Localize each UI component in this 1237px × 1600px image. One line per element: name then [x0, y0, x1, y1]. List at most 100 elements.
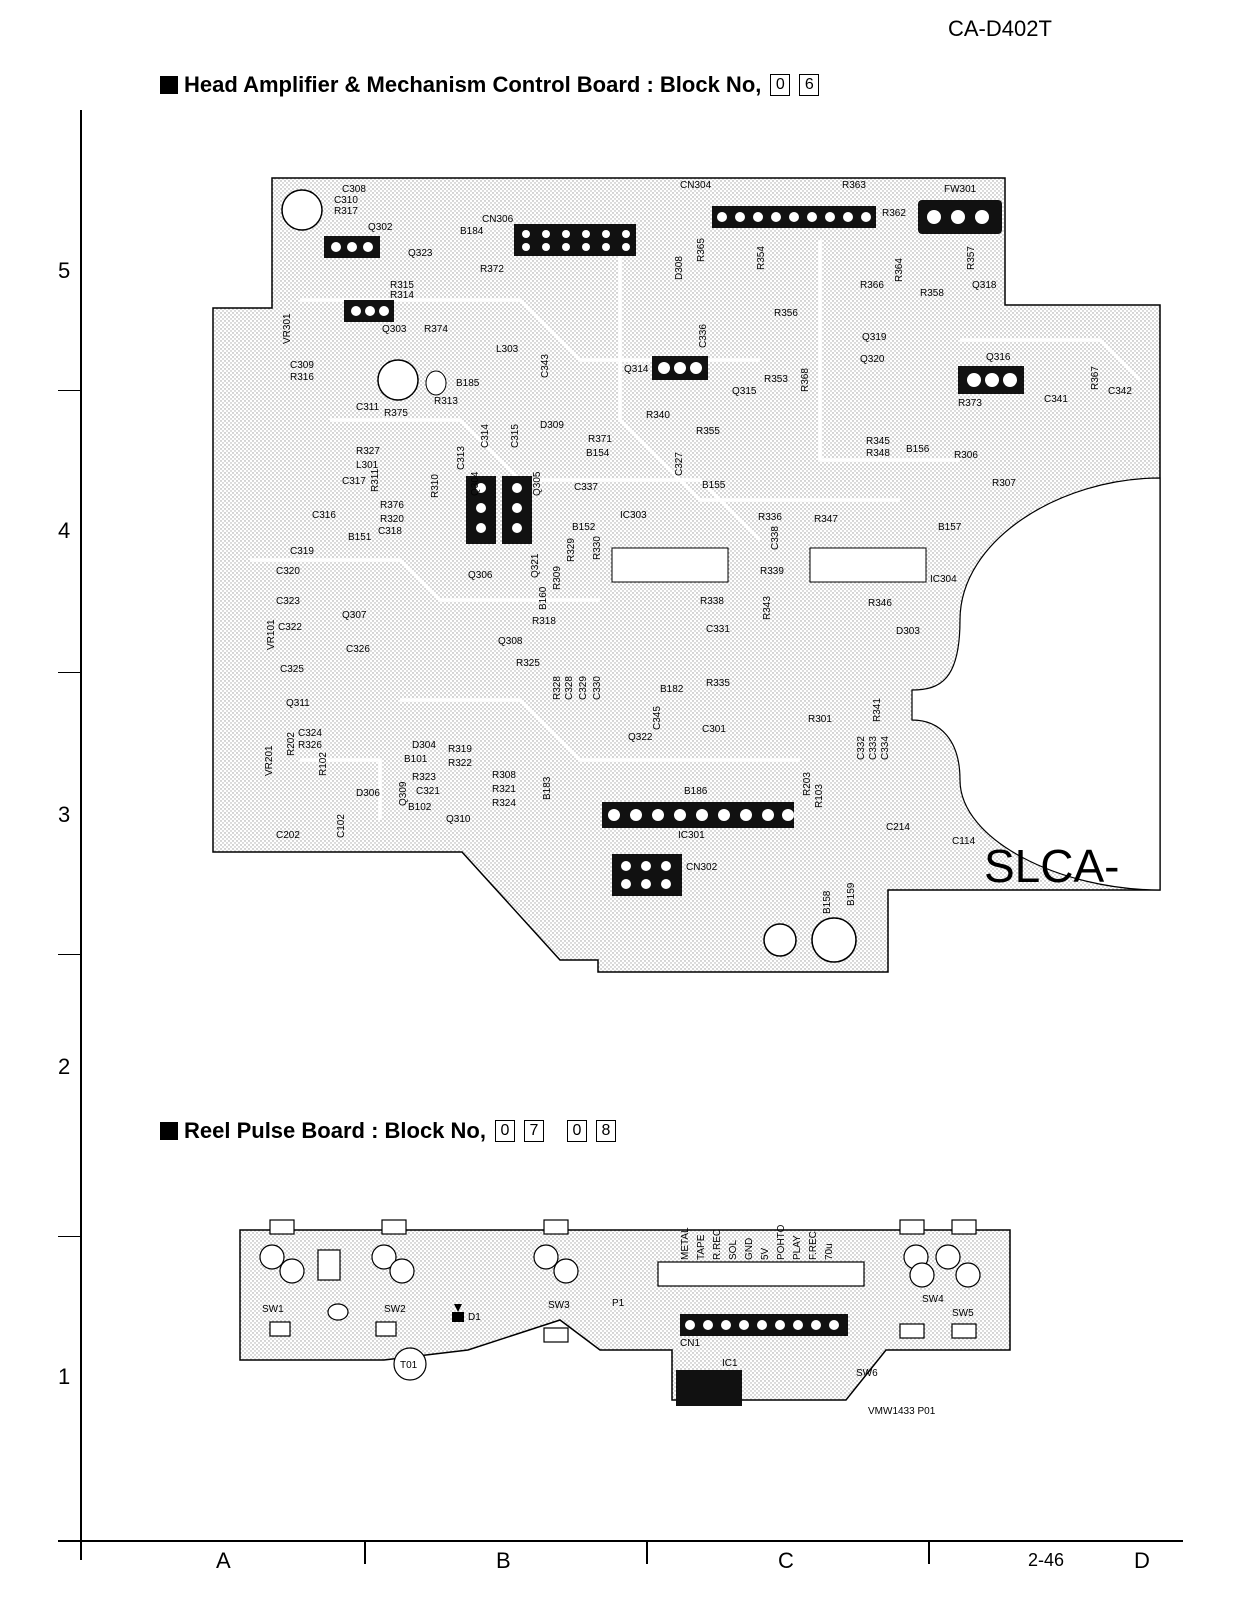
component-label-ic301: IC301: [678, 830, 705, 841]
component-label-d309: D309: [540, 420, 564, 431]
component-label-c325: C325: [280, 664, 304, 675]
component-label-c328: C328: [564, 676, 575, 700]
component-label-q314: Q314: [624, 364, 649, 375]
component-label-c314: C314: [480, 424, 491, 448]
component-label-c341: C341: [1044, 394, 1068, 405]
cn1-pin-label: POHTO: [776, 1224, 787, 1260]
component-label-r348: R348: [866, 448, 890, 459]
component-label-b183: B183: [542, 776, 553, 800]
component-label-r343: R343: [762, 596, 773, 620]
component-label-r103: R103: [814, 784, 825, 808]
component-label-q307: Q307: [342, 610, 367, 621]
component-label-d306: D306: [356, 788, 380, 799]
cn1-pin-label: F.REC: [808, 1231, 819, 1260]
component-label-d1: D1: [468, 1312, 481, 1323]
grid-col-label: B: [496, 1548, 511, 1573]
component-label-b182: B182: [660, 684, 684, 695]
component-label-r325: R325: [516, 658, 540, 669]
component-label-b185: B185: [456, 378, 480, 389]
model-number: CA-D402T: [948, 16, 1052, 41]
component-label-q306: Q306: [468, 570, 493, 581]
component-label-q315: Q315: [732, 386, 757, 397]
grid-col-label: C: [778, 1548, 794, 1573]
component-label-r319: R319: [448, 744, 472, 755]
component-label-c318: C318: [378, 526, 402, 537]
cn1-pin-label: SOL: [728, 1240, 739, 1260]
component-label-r203: R203: [802, 772, 813, 796]
component-label-r324: R324: [492, 798, 516, 809]
component-label-r375: R375: [384, 408, 408, 419]
component-label-c311: C311: [356, 402, 380, 413]
component-label-r320: R320: [380, 514, 404, 525]
component-label-c315: C315: [510, 424, 521, 448]
component-label-c323: C323: [276, 596, 300, 607]
component-label-r102: R102: [318, 752, 329, 776]
block-digit: 0: [566, 1120, 587, 1142]
board1-heading: Head Amplifier & Mechanism Control Board…: [160, 72, 820, 98]
component-label-vmw1433-p01: VMW1433 P01: [868, 1406, 936, 1417]
component-label-b158: B158: [822, 890, 833, 914]
component-label-c343: C343: [540, 354, 551, 378]
component-label-t01: T01: [400, 1360, 418, 1371]
component-label-q303: Q303: [382, 324, 407, 335]
component-label-q316: Q316: [986, 352, 1011, 363]
cn1-pin-label: METAL: [680, 1227, 691, 1260]
component-label-q311: Q311: [286, 698, 310, 709]
component-label-c345: C345: [652, 706, 663, 730]
component-label-sw6: SW6: [856, 1368, 878, 1379]
component-label-c202: C202: [276, 830, 300, 841]
component-label-r316: R316: [290, 372, 314, 383]
ic303-outline: [611, 547, 729, 583]
component-label-q319: Q319: [862, 332, 887, 343]
component-label-l303: L303: [496, 344, 519, 355]
component-label-c329: C329: [578, 676, 589, 700]
board2-heading: Reel Pulse Board : Block No, 0 7 0 8: [160, 1118, 616, 1144]
component-label-c342: C342: [1108, 386, 1132, 397]
component-label-fw301: FW301: [944, 184, 977, 195]
component-label-q310: Q310: [446, 814, 471, 825]
component-label-b186: B186: [684, 786, 708, 797]
connector-cn306: [514, 224, 636, 256]
board2-outline: [239, 1229, 1011, 1401]
block-digit: 7: [523, 1120, 544, 1142]
component-label-sw1: SW1: [262, 1304, 284, 1315]
component-label-r321: R321: [492, 784, 516, 795]
component-label-q308: Q308: [498, 636, 523, 647]
component-label-b151: B151: [348, 532, 372, 543]
head-amp-board: SLCA- C308C310R317Q302Q323B184CN306CN304…: [212, 177, 1161, 973]
component-label-b157: B157: [938, 522, 962, 533]
component-label-b155: B155: [702, 480, 726, 491]
component-label-d303: D303: [896, 626, 920, 637]
component-label-r322: R322: [448, 758, 472, 769]
component-label-d304: D304: [412, 740, 436, 751]
cn1-pin-label: TAPE: [696, 1234, 707, 1260]
component-label-r310: R310: [430, 474, 441, 498]
component-label-c332: C332: [856, 736, 867, 760]
component-label-b101: B101: [404, 754, 428, 765]
mounting-hole: [281, 189, 323, 231]
mounting-hole: [763, 923, 797, 957]
component-label-c310: C310: [334, 195, 358, 206]
connector-cn304: [712, 206, 876, 228]
grid-row-label: 4: [58, 518, 71, 543]
grid-vertical-axis: [80, 110, 82, 1560]
bullet-square-icon: [160, 1122, 178, 1140]
component-label-c338: C338: [770, 526, 781, 550]
component-label-r347: R347: [814, 514, 838, 525]
component-label-r336: R336: [758, 512, 782, 523]
component-label-ic304: IC304: [930, 574, 957, 585]
component-label-r372: R372: [480, 264, 504, 275]
component-label-r356: R356: [774, 308, 798, 319]
component-label-q320: Q320: [860, 354, 885, 365]
grid-col-label: D: [1134, 1548, 1150, 1573]
component-label-vr201: VR201: [264, 745, 275, 776]
grid-tick: [58, 390, 82, 391]
cn1-pin-label: R.REC: [712, 1229, 723, 1260]
component-label-cn1: CN1: [680, 1338, 700, 1349]
component-label-r315: R315: [390, 280, 414, 291]
component-label-c321: C321: [416, 786, 440, 797]
component-label-r313: R313: [434, 396, 458, 407]
component-label-c334: C334: [880, 736, 891, 760]
connector-fw301: [918, 200, 1002, 234]
